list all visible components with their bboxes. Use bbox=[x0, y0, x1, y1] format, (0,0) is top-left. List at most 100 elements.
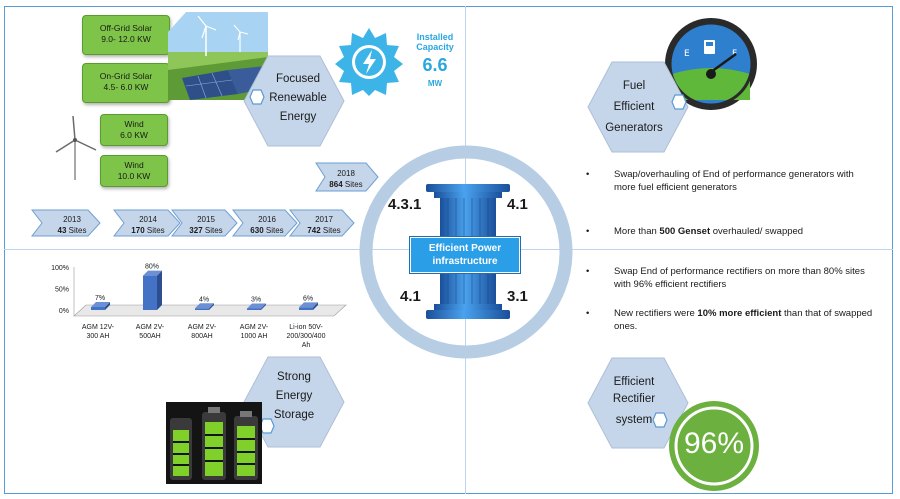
solar-wind-landscape-image bbox=[168, 12, 268, 100]
chart-value-label: 4% bbox=[199, 296, 209, 303]
storage-label-line2: Energy bbox=[275, 390, 313, 402]
timeline-2013: 2013 43 Sites bbox=[42, 210, 102, 236]
timeline-2017: 2017 742 Sites bbox=[294, 210, 354, 236]
chart-y-tick-label: 50% bbox=[55, 287, 69, 294]
fuel-label-line3: Generators bbox=[605, 122, 663, 134]
off-grid-solar-range: 9.0- 12.0 KW bbox=[101, 34, 151, 44]
on-grid-solar-title: On-Grid Solar bbox=[99, 71, 153, 81]
chart-y-tick-label: 100% bbox=[51, 265, 69, 272]
chart-value-label: 80% bbox=[145, 264, 159, 271]
timeline-2017-unit: Sites bbox=[322, 226, 341, 235]
installed-capacity-line2: Capacity bbox=[416, 42, 454, 52]
chart-bar bbox=[299, 302, 318, 310]
fuel-bullet-2-post: overhauled/ swapped bbox=[710, 226, 804, 237]
rectifier-bullet-2-post: than that of swapped ones. bbox=[614, 308, 873, 332]
hexagon-bullet-icon bbox=[671, 94, 687, 110]
renewable-label-line3: Energy bbox=[279, 111, 317, 123]
timeline-arrow-2018 bbox=[315, 162, 379, 192]
timeline-2016-year: 2016 bbox=[258, 215, 276, 224]
hexagon-bullet-icon bbox=[249, 89, 265, 105]
bullet-dot: • bbox=[586, 226, 590, 237]
wind-10kw-title: Wind bbox=[124, 160, 144, 170]
center-number-bottom-left: 4.1 bbox=[400, 288, 421, 305]
on-grid-solar-box: On-Grid Solar 4.5- 6.0 KW bbox=[82, 63, 170, 103]
chart-bar bbox=[195, 303, 214, 310]
chart-category-label: Li-ion 50V- bbox=[289, 324, 323, 331]
hexagon-bullet-icon bbox=[652, 412, 668, 428]
timeline-2014: 2014 170 Sites bbox=[118, 210, 178, 236]
timeline-2014-year: 2014 bbox=[139, 215, 157, 224]
timeline-arrow-2014 bbox=[112, 209, 181, 237]
fuel-label-line2: Efficient bbox=[613, 101, 655, 113]
wind-10kw-value: 10.0 KW bbox=[117, 171, 151, 181]
rectifier-bullet-2-pre: New rectifiers were bbox=[614, 308, 698, 319]
bullet-dot: • bbox=[586, 308, 590, 319]
rectifier-percent-value: 96% bbox=[683, 427, 745, 460]
timeline-2013-year: 2013 bbox=[63, 215, 81, 224]
center-number-bottom-right: 3.1 bbox=[507, 288, 528, 305]
timeline-arrow-2017 bbox=[288, 209, 355, 237]
rectifier-label: Efficient Rectifier system bbox=[592, 374, 676, 429]
off-grid-solar-box: Off-Grid Solar 9.0- 12.0 KW bbox=[82, 15, 170, 55]
timeline-2013-unit: Sites bbox=[68, 226, 87, 235]
timeline-2018-year: 2018 bbox=[337, 169, 355, 178]
fuel-bullet-2-bold: 500 Genset bbox=[659, 226, 711, 237]
chart-value-label: 7% bbox=[95, 295, 105, 302]
sun-energy-icon bbox=[335, 28, 403, 96]
fuel-bullet-2: • More than 500 Genset overhauled/ swapp… bbox=[586, 225, 876, 238]
rectifier-bullet-2-bold: 10% more efficient bbox=[697, 308, 782, 319]
timeline-2016: 2016 630 Sites bbox=[237, 210, 297, 236]
chart-value-label: 6% bbox=[303, 295, 313, 302]
chart-category-label: 300 AH bbox=[87, 333, 110, 340]
renewable-hexagon bbox=[243, 55, 345, 147]
svg-text:E: E bbox=[684, 49, 690, 59]
timeline-2014-unit: Sites bbox=[146, 226, 165, 235]
chart-category-label: Ah bbox=[302, 342, 311, 349]
batteries-image bbox=[166, 402, 262, 484]
timeline-2016-count: 630 bbox=[250, 226, 264, 235]
wind-6kw-value: 6.0 KW bbox=[120, 130, 148, 140]
chart-category-label: 500AH bbox=[139, 333, 160, 340]
rectifier-bullet-2: • New rectifiers were 10% more efficient… bbox=[586, 307, 876, 333]
fuel-label: Fuel Efficient Generators bbox=[592, 76, 676, 139]
center-ring bbox=[359, 145, 573, 359]
on-grid-solar-range: 4.5- 6.0 KW bbox=[103, 82, 149, 92]
renewable-label-line2: Renewable bbox=[269, 92, 327, 104]
timeline-2018: 2018 864 Sites bbox=[318, 164, 374, 190]
rectifier-label-line3: system bbox=[615, 414, 653, 426]
chart-y-tick-label: 0% bbox=[59, 308, 69, 315]
wind-6kw-box: Wind 6.0 KW bbox=[100, 114, 168, 146]
chart-category-label: AGM 2V- bbox=[136, 324, 165, 331]
fuel-hexagon bbox=[587, 61, 689, 153]
chart-category-label: AGM 12V- bbox=[82, 324, 115, 331]
fuel-label-line1: Fuel bbox=[622, 80, 646, 92]
timeline-2015-count: 327 bbox=[189, 226, 203, 235]
center-title-line2: infrastructure bbox=[432, 256, 498, 267]
installed-capacity-value: 6.6 bbox=[422, 55, 448, 75]
wind-10kw-box: Wind 10.0 KW bbox=[100, 155, 168, 187]
installed-capacity-title: Installed Capacity bbox=[405, 32, 465, 52]
timeline-2016-unit: Sites bbox=[265, 226, 284, 235]
rectifier-bullet-1-text: Swap End of performance rectifiers on mo… bbox=[614, 266, 865, 290]
chart-bar bbox=[247, 303, 266, 310]
chart-category-label: AGM 2V- bbox=[240, 324, 269, 331]
center-title-line1: Efficient Power bbox=[428, 243, 502, 254]
center-number-top-right: 4.1 bbox=[507, 196, 528, 213]
center-number-top-left: 4.3.1 bbox=[388, 196, 422, 213]
wind-turbine-icon bbox=[55, 115, 97, 180]
timeline-2013-count: 43 bbox=[57, 226, 67, 235]
timeline-2015-year: 2015 bbox=[197, 215, 215, 224]
timeline-arrow-2016 bbox=[231, 209, 298, 237]
timeline-2018-unit: Sites bbox=[344, 180, 363, 189]
chart-category-label: 800AH bbox=[191, 333, 212, 340]
fuel-bullet-2-pre: More than bbox=[614, 226, 660, 237]
storage-label-line1: Strong bbox=[277, 371, 311, 383]
timeline-arrows bbox=[30, 209, 355, 237]
rectifier-label-line2: Rectifier bbox=[612, 393, 656, 405]
bullet-dot: • bbox=[586, 266, 590, 277]
rectifier-bullet-1: • Swap End of performance rectifiers on … bbox=[586, 265, 876, 291]
storage-label: Strong Energy Storage bbox=[252, 368, 336, 425]
slide-frame bbox=[4, 6, 893, 494]
center-title-box: Efficient Power infrastructure bbox=[410, 237, 520, 273]
rectifier-label-line1: Efficient bbox=[613, 376, 655, 388]
